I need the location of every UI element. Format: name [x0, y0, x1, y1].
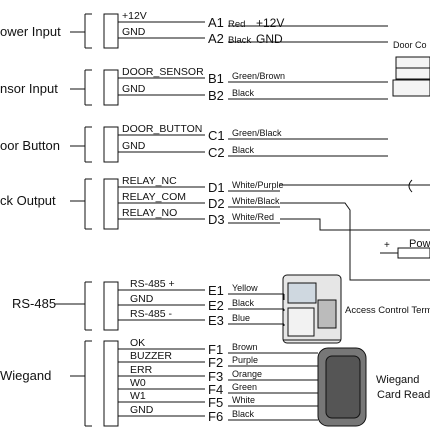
group-title: Wiegand [0, 368, 51, 383]
terminal-id: C1 [208, 128, 225, 143]
terminal-id: A1 [208, 15, 224, 30]
door-contact-label: Door Co [393, 40, 427, 50]
group-title: nsor Input [0, 81, 58, 96]
wire-label: GND [130, 293, 154, 305]
connector-block [103, 178, 119, 230]
terminal-id: B1 [208, 71, 224, 86]
group-title: RS-485 [12, 296, 56, 311]
terminal-id: B2 [208, 88, 224, 103]
group-title: ower Input [0, 24, 61, 39]
wire-color-label: Black [232, 409, 255, 419]
connector-block [103, 340, 119, 427]
wire-label: RS-485 - [130, 308, 173, 320]
power-value-label: GND [256, 32, 283, 46]
wire-color-label: White/Purple [232, 180, 284, 190]
wire-color-label: White [232, 395, 255, 405]
lock-power-wiring [280, 179, 430, 281]
wire-label: GND [122, 140, 146, 152]
access-control-terminal [282, 274, 342, 344]
wire-color-label: Brown [232, 342, 258, 352]
wire-color-label: Black [232, 298, 255, 308]
group-title: oor Button [0, 138, 60, 153]
wire-label: RELAY_NC [122, 175, 177, 187]
terminal-id: F1 [208, 342, 223, 357]
wire-color-label: Purple [232, 355, 258, 365]
wire-color-label: Yellow [232, 283, 258, 293]
wire-label: BUZZER [130, 350, 172, 362]
wire-color-label: Green/Brown [232, 71, 285, 81]
wire-label: GND [130, 404, 154, 416]
terminal-id: D1 [208, 180, 225, 195]
connector-block [103, 126, 119, 163]
terminal-id: E3 [208, 313, 224, 328]
wire-label: OK [130, 337, 145, 349]
terminal-id: C2 [208, 145, 225, 160]
reader-label-2: Card Read [377, 389, 430, 401]
wire-color-label: Blue [232, 313, 250, 323]
wire-label: ERR [130, 364, 153, 376]
plus-sign: + [384, 240, 390, 251]
wire-label: W1 [130, 390, 146, 402]
wire-color-label: White/Red [232, 212, 274, 222]
wire-color-label: Black [232, 145, 255, 155]
wire-color-label: Green/Black [232, 128, 282, 138]
wire-color-label: Red [228, 19, 245, 30]
reader-label-1: Wiegand [376, 374, 419, 386]
terminal-id: D2 [208, 196, 225, 211]
wire-label: GND [122, 83, 146, 95]
terminal-id: E2 [208, 298, 224, 313]
wire-label: GND [122, 26, 146, 38]
terminal-id: F2 [208, 355, 223, 370]
door-contact-device [392, 56, 430, 97]
wire-color-label: Green [232, 382, 257, 392]
terminal-id: A2 [208, 31, 224, 46]
power-supply-label: Pow [409, 238, 430, 250]
terminal-id: E1 [208, 283, 224, 298]
wire-label: RELAY_COM [122, 191, 186, 203]
terminal-id: F3 [208, 369, 223, 384]
wire-color-label: White/Black [232, 196, 280, 206]
terminal-label: Access Control Term [345, 305, 430, 316]
wire-color-label: Orange [232, 369, 262, 379]
wire-label: RS-485 + [130, 278, 175, 290]
connector-block [103, 281, 119, 331]
wire-label: DOOR_SENSOR [122, 66, 204, 78]
wiegand-card-reader [317, 347, 367, 427]
group-title: ck Output [0, 193, 56, 208]
power-value-label: +12V [256, 16, 284, 30]
connector-block [103, 13, 119, 49]
wire-label: +12V [122, 10, 147, 22]
connector-block [103, 69, 119, 106]
terminal-id: F5 [208, 395, 223, 410]
wire-label: DOOR_BUTTON [122, 123, 202, 135]
wire-label: W0 [130, 377, 146, 389]
terminal-id: D3 [208, 212, 225, 227]
wire-label: RELAY_NO [122, 207, 177, 219]
wire-color-label: Black [228, 35, 251, 46]
terminal-id: F4 [208, 382, 223, 397]
terminal-id: F6 [208, 409, 223, 424]
wire-color-label: Black [232, 88, 255, 98]
